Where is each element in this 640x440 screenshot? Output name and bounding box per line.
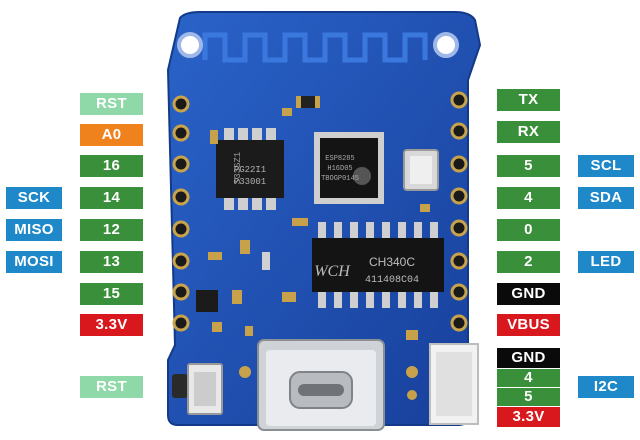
usb-c-connector <box>257 339 385 431</box>
i2c-pin-3v3: 3.3V <box>497 407 560 427</box>
function-label-miso: MISO <box>6 219 62 241</box>
regulator-marking-1: S33SZ1 <box>233 152 243 184</box>
pin-label-5: 5 <box>497 155 560 177</box>
pin-label-2: 2 <box>497 251 560 273</box>
esp-marking-3: TBOGP0145 <box>321 175 359 183</box>
pin-label-13: 13 <box>80 251 143 273</box>
pin-label-4: 4 <box>497 187 560 209</box>
i2c-jst-connector <box>429 343 479 425</box>
ch340c-chip <box>312 222 444 308</box>
function-label-sck: SCK <box>6 187 62 209</box>
function-label-i2c: I2C <box>578 376 634 398</box>
pin-label-vbus: VBUS <box>497 314 560 336</box>
function-label-led: LED <box>578 251 634 273</box>
function-label-scl: SCL <box>578 155 634 177</box>
esp8285-chip <box>314 132 384 204</box>
function-label-mosi: MOSI <box>6 251 62 273</box>
mount-hole-right <box>433 32 459 58</box>
pin-label-16: 16 <box>80 155 143 177</box>
pin-label-0: 0 <box>497 219 560 241</box>
ch340c-code: 411408C04 <box>365 275 419 286</box>
regulator-marking-2: PG22I1 <box>234 165 266 175</box>
right-header-pads <box>450 91 468 332</box>
mount-hole-left <box>177 32 203 58</box>
regulator-marking-3: P33001 <box>234 177 266 187</box>
i2c-pin-gnd: GND <box>497 348 560 368</box>
pin-label-rx: RX <box>497 121 560 143</box>
reset-button-part <box>172 363 223 415</box>
regulator-chip: S33SZ1 <box>216 128 284 210</box>
pin-label-gnd: GND <box>497 283 560 305</box>
pin-label-12: 12 <box>80 219 143 241</box>
pin-label-15: 15 <box>80 283 143 305</box>
antenna-trace <box>202 32 428 63</box>
function-label-sda: SDA <box>578 187 634 209</box>
left-header-pads <box>172 95 190 332</box>
reset-button-label: RST <box>80 376 143 398</box>
wch-logo: WCH <box>314 263 351 280</box>
i2c-pin-5: 5 <box>497 388 560 406</box>
esp-marking-1: ESP8285 <box>325 155 354 163</box>
pin-label-tx: TX <box>497 89 560 111</box>
pin-label-a0: A0 <box>80 124 143 146</box>
i2c-pin-4: 4 <box>497 369 560 387</box>
ch340c-marking: CH340C <box>369 255 415 269</box>
smd-components <box>196 96 430 400</box>
pin-label-rst: RST <box>80 93 143 115</box>
pin-label-3v3-left: 3.3V <box>80 314 143 336</box>
esp-marking-2: H16D05 <box>327 165 352 173</box>
pin-label-14: 14 <box>80 187 143 209</box>
